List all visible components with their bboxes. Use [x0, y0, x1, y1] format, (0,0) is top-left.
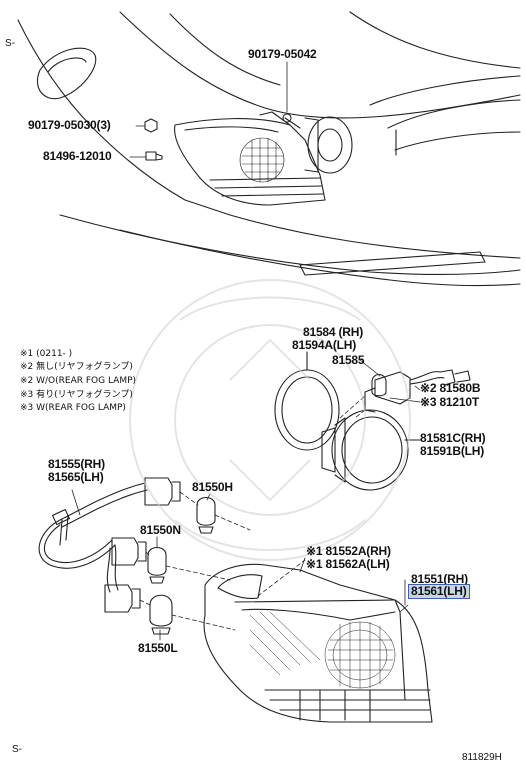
part-label-81562a[interactable]: ※1 81562A(LH)	[306, 557, 390, 571]
part-label-81551[interactable]: 81551(RH)	[411, 572, 468, 586]
fog-lamp-socket	[364, 369, 471, 413]
wiring-harness	[38, 477, 181, 613]
part-label-81555[interactable]: 81555(RH)	[48, 457, 105, 471]
dashed-leaders-left	[139, 491, 251, 631]
leader-lines-right	[359, 359, 421, 403]
note-2: ※2 無し(リヤフォグランプ)	[20, 362, 133, 372]
part-label-90179-05042[interactable]: 90179-05042	[248, 47, 317, 61]
note-4: ※3 有り(リヤフォグランプ)	[20, 390, 133, 400]
upper-lamp-lens-grid	[239, 137, 285, 183]
part-label-81550l[interactable]: 81550L	[138, 641, 178, 655]
part-label-81550h[interactable]: 81550H	[192, 480, 233, 494]
part-label-81591b[interactable]: 81591B(LH)	[420, 444, 485, 458]
watermark-emblem	[129, 279, 411, 561]
part-label-81580b[interactable]: ※2 81580B	[420, 381, 481, 395]
fog-lamp-housing	[321, 409, 421, 491]
diagram-id: 811829H	[462, 752, 502, 763]
part-label-81552a[interactable]: ※1 81552A(RH)	[306, 544, 391, 558]
part-label-81210t[interactable]: ※3 81210T	[420, 395, 479, 409]
dashed-leaders-right	[339, 395, 366, 419]
part-label-81585[interactable]: 81585	[332, 353, 365, 367]
upper-lamp-socket	[282, 113, 353, 174]
part-label-81550n[interactable]: 81550N	[140, 523, 181, 537]
corner-label-top-left: S-	[5, 38, 15, 49]
leader-lines-upper	[129, 61, 288, 158]
leader-lines-left	[71, 489, 211, 641]
note-1: ※1 (0211- )	[20, 349, 73, 359]
nut-and-bulb	[144, 118, 163, 161]
lower-lamp-lens-grid	[249, 611, 396, 689]
note-3: ※2 W/O(REAR FOG LAMP)	[20, 376, 137, 386]
wedge-bulbs	[147, 496, 216, 635]
part-label-81561-highlighted[interactable]: 81561(LH)	[408, 584, 470, 599]
part-label-81594a[interactable]: 81594A(LH)	[292, 338, 357, 352]
dashed-leaders-lower	[257, 559, 306, 597]
corner-label-bottom-left: S-	[12, 744, 22, 755]
part-label-81496-12010[interactable]: 81496-12010	[43, 149, 112, 163]
part-label-81565[interactable]: 81565(LH)	[48, 470, 104, 484]
note-5: ※3 W(REAR FOG LAMP)	[20, 403, 126, 413]
lower-tail-lamp	[203, 563, 433, 723]
gasket-ring	[274, 351, 340, 451]
part-label-90179-05030[interactable]: 90179-05030(3)	[28, 118, 111, 132]
part-label-81584[interactable]: 81584 (RH)	[303, 325, 364, 339]
part-label-81581c[interactable]: 81581C(RH)	[420, 431, 486, 445]
upper-tail-lamp	[174, 111, 326, 206]
car-body-outline	[17, 11, 521, 287]
